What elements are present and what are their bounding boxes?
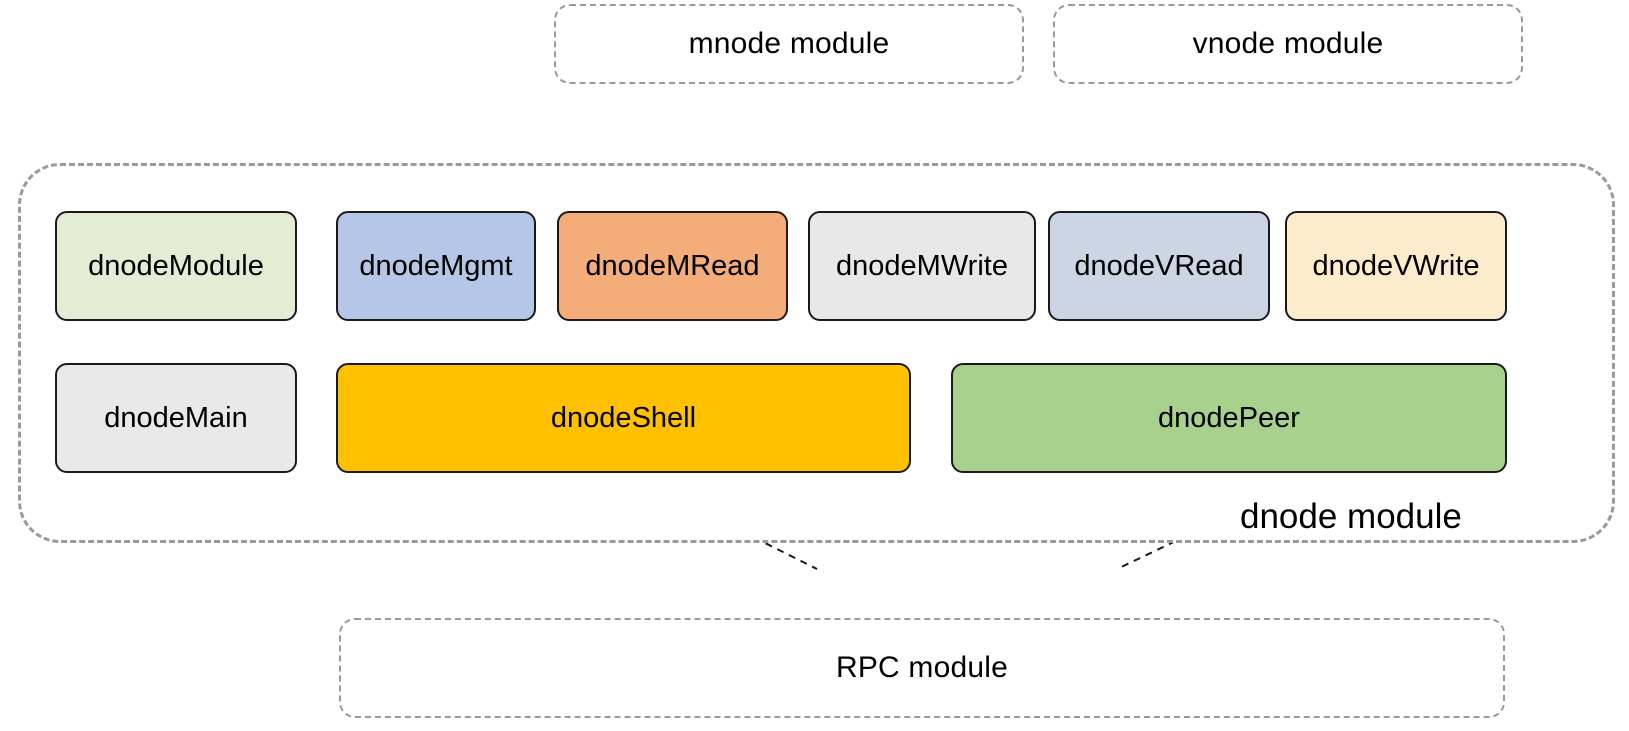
dnode-mgmt-component[interactable]: dnodeMgmt bbox=[336, 211, 536, 321]
dnode-mread-component[interactable]: dnodeMRead bbox=[557, 211, 788, 321]
rpc-module-box[interactable]: RPC module bbox=[339, 618, 1505, 718]
vnode-module-label: vnode module bbox=[1192, 27, 1384, 60]
dnode-vread-component-label: dnodeVRead bbox=[1074, 249, 1244, 282]
vnode-module-box[interactable]: vnode module bbox=[1053, 4, 1523, 84]
dnode-vwrite-component[interactable]: dnodeVWrite bbox=[1285, 211, 1507, 321]
dnode-shell-component-label: dnodeShell bbox=[550, 401, 697, 434]
dnode-vread-component[interactable]: dnodeVRead bbox=[1048, 211, 1270, 321]
dnode-mread-component-label: dnodeMRead bbox=[585, 249, 760, 282]
dnode-main-component[interactable]: dnodeMain bbox=[55, 363, 297, 473]
dnode-main-component-label: dnodeMain bbox=[104, 401, 248, 434]
dnode-mwrite-component-label: dnodeMWrite bbox=[836, 249, 1008, 282]
dnode-shell-component[interactable]: dnodeShell bbox=[336, 363, 911, 473]
dnode-peer-component-label: dnodePeer bbox=[1158, 401, 1300, 434]
dnode-vwrite-component-label: dnodeVWrite bbox=[1312, 249, 1480, 282]
dnode-module-component[interactable]: dnodeModule bbox=[55, 211, 297, 321]
mnode-module-label: mnode module bbox=[688, 27, 890, 60]
dnode-mwrite-component[interactable]: dnodeMWrite bbox=[808, 211, 1036, 321]
dnode-module-component-label: dnodeModule bbox=[88, 249, 264, 282]
dnode-peer-component[interactable]: dnodePeer bbox=[951, 363, 1507, 473]
dnode-mgmt-component-label: dnodeMgmt bbox=[359, 249, 513, 282]
rpc-module-label: RPC module bbox=[835, 651, 1009, 684]
dnode-module-title: dnode module bbox=[1240, 497, 1462, 536]
mnode-module-box[interactable]: mnode module bbox=[554, 4, 1024, 84]
